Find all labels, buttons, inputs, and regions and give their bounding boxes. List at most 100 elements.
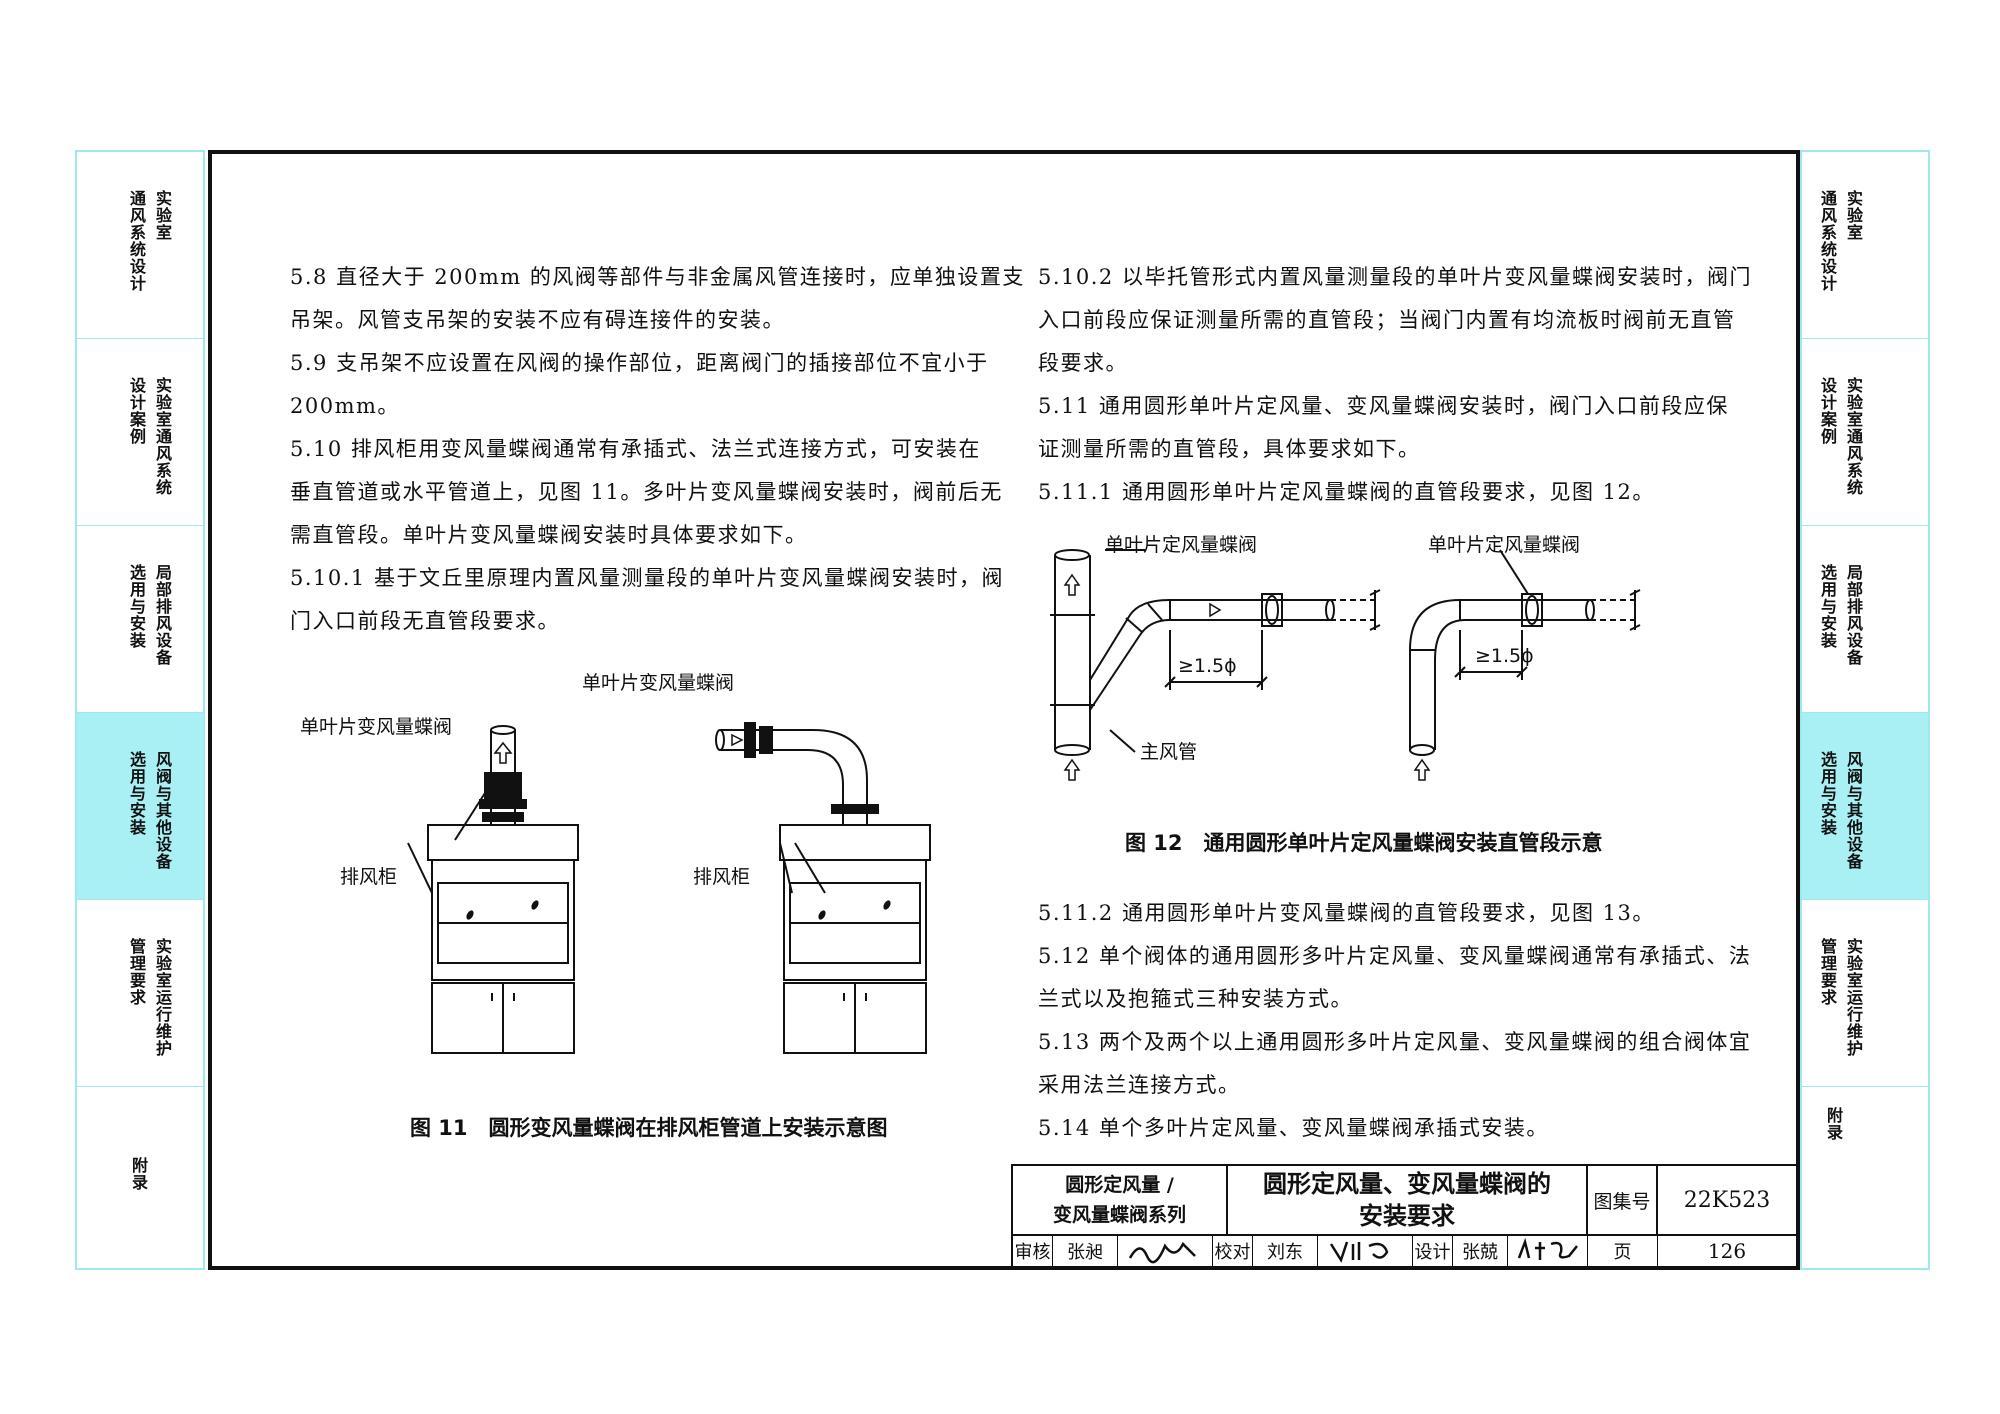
tab-line: 风阀与其他设备 [155,750,172,871]
tab-line: 附录 [131,1156,148,1192]
atlas-label: 图集号 [1588,1166,1658,1236]
sidebar-tab-2[interactable]: 实验室通风系统 设计案例 [77,339,203,526]
fig11-cabinet-label-right: 排风柜 [693,866,751,888]
text-line: 5.10.2 以毕托管形式内置风量测量段的单叶片变风量蝶阀安装时，阀门 [1038,265,1752,289]
text-line: 5.13 两个及两个以上通用圆形多叶片定风量、变风量蝶阀的组合阀体宜 [1038,1030,1752,1054]
sidebar-tab-1[interactable]: 实验室 通风系统设计 [1802,152,1928,339]
sidebar-tab-2[interactable]: 实验室通风系统 设计案例 [1802,339,1928,526]
para-5-11-1: 5.11.1 通用圆形单叶片定风量蝶阀的直管段要求，见图 12。 [1038,471,1655,514]
sidebar-tab-4[interactable]: 风阀与其他设备 选用与安装 [1802,713,1928,900]
tab-line: 局部排风设备 [1846,563,1863,667]
tab-line: 实验室运行维护 [155,937,172,1058]
para-5-12: 5.12 单个阀体的通用圆形多叶片定风量、变风量蝶阀通常有承插式、法 兰式以及抱… [1038,935,1751,1021]
para-5-10: 5.10 排风柜用变风量蝶阀通常有承插式、法兰式连接方式，可安装在 垂直管道或水… [290,428,1003,557]
text-line: 5.14 单个多叶片定风量、变风量蝶阀承插式安装。 [1038,1116,1549,1140]
reviewer-signature [1118,1236,1213,1266]
sheet-title-cell: 圆形定风量、变风量蝶阀的 安装要求 [1228,1166,1588,1236]
cabinet-body [431,859,575,981]
tab-line: 管理要求 [1820,937,1837,1007]
tab-line: 管理要求 [129,937,146,1007]
sidebar-left: 实验室 通风系统设计 实验室通风系统 设计案例 局部排风设备 选用与安装 风阀与… [75,150,205,1270]
figure-12-diagram [1050,549,1641,781]
page-label: 页 [1588,1236,1658,1266]
text-line: 5.11 通用圆形单叶片定风量、变风量蝶阀安装时，阀门入口前段应保 [1038,394,1729,418]
figure-11-diagram [407,722,931,1054]
text-line: 证测量所需的直管段，具体要求如下。 [1038,437,1421,461]
designer-signature [1508,1236,1588,1266]
figure-11-caption: 图 11 圆形变风量蝶阀在排风柜管道上安装示意图 [410,1116,888,1140]
tab-line: 局部排风设备 [155,563,172,667]
design-label: 设计 [1413,1236,1453,1266]
sidebar-tab-6[interactable]: 附录 [77,1087,203,1268]
text-line: 5.11.1 通用圆形单叶片定风量蝶阀的直管段要求，见图 12。 [1038,480,1655,504]
sheet-title-line: 圆形定风量、变风量蝶阀的 [1263,1170,1551,1198]
para-5-14: 5.14 单个多叶片定风量、变风量蝶阀承插式安装。 [1038,1107,1549,1150]
checker-name: 刘东 [1253,1236,1318,1266]
tab-line: 实验室 [155,189,172,242]
figure-12-caption: 图 12 通用圆形单叶片定风量蝶阀安装直管段示意 [1125,831,1603,855]
sidebar-tab-5[interactable]: 实验室运行维护 管理要求 [77,900,203,1087]
check-label: 校对 [1213,1236,1253,1266]
series-line: 圆形定风量 / [1065,1174,1174,1196]
text-line: 兰式以及抱箍式三种安装方式。 [1038,987,1353,1011]
text-line: 门入口前段无直管段要求。 [290,609,560,633]
cabinet-top [427,824,579,861]
designer-name: 张兢 [1453,1236,1508,1266]
para-5-11-2: 5.11.2 通用圆形单叶片变风量蝶阀的直管段要求，见图 13。 [1038,892,1655,935]
para-5-13: 5.13 两个及两个以上通用圆形多叶片定风量、变风量蝶阀的组合阀体宜 采用法兰连… [1038,1021,1751,1107]
sheet-title-line: 安装要求 [1359,1202,1455,1230]
para-5-9: 5.9 支吊架不应设置在风阀的操作部位，距离阀门的插接部位不宜小于 200mm。 [290,342,989,428]
sidebar-tab-5[interactable]: 实验室运行维护 管理要求 [1802,900,1928,1087]
text-line: 5.10 排风柜用变风量蝶阀通常有承插式、法兰式连接方式，可安装在 [290,437,981,461]
para-5-10-2: 5.10.2 以毕托管形式内置风量测量段的单叶片变风量蝶阀安装时，阀门 入口前段… [1038,256,1752,385]
fig12-dim-right: ≥1.5ϕ [1475,645,1534,667]
text-line: 5.11.2 通用圆形单叶片变风量蝶阀的直管段要求，见图 13。 [1038,901,1655,925]
text-line: 采用法兰连接方式。 [1038,1073,1241,1097]
text-line: 200mm。 [290,394,400,418]
text-line: 5.12 单个阀体的通用圆形多叶片定风量、变风量蝶阀通常有承插式、法 [1038,944,1752,968]
tab-line: 实验室运行维护 [1846,937,1863,1058]
text-line: 需直管段。单叶片变风量蝶阀安装时具体要求如下。 [290,523,808,547]
series-line: 变风量蝶阀系列 [1052,1204,1186,1226]
tab-line: 附录 [1826,1106,1843,1142]
fig11-valve-label-right: 单叶片变风量蝶阀 [582,672,735,694]
tab-line: 实验室通风系统 [1846,376,1863,497]
page-number: 126 [1707,1239,1747,1263]
fig12-valve-label-left: 单叶片定风量蝶阀 [1105,534,1258,556]
text-line: 5.10.1 基于文丘里原理内置风量测量段的单叶片变风量蝶阀安装时，阀 [290,566,1004,590]
review-label: 审核 [1013,1236,1053,1266]
sidebar-tab-3[interactable]: 局部排风设备 选用与安装 [77,526,203,713]
sidebar-tab-3[interactable]: 局部排风设备 选用与安装 [1802,526,1928,713]
text-line: 5.8 直径大于 200mm 的风阀等部件与非金属风管连接时，应单独设置支 [290,265,1025,289]
tab-line: 设计案例 [129,376,146,446]
text-line: 入口前段应保证测量所需的直管段；当阀门内置有均流板时阀前无直管 [1038,308,1736,332]
tab-line: 选用与安装 [1820,563,1837,650]
tab-line: 实验室 [1846,189,1863,242]
tab-line: 实验室通风系统 [155,376,172,497]
para-5-11: 5.11 通用圆形单叶片定风量、变风量蝶阀安装时，阀门入口前段应保 证测量所需的… [1038,385,1729,471]
para-5-10-1: 5.10.1 基于文丘里原理内置风量测量段的单叶片变风量蝶阀安装时，阀 门入口前… [290,557,1004,643]
text-line: 段要求。 [1038,351,1128,375]
sidebar-right: 实验室 通风系统设计 实验室通风系统 设计案例 局部排风设备 选用与安装 风阀与… [1800,150,1930,1270]
fig12-valve-label-right: 单叶片定风量蝶阀 [1428,534,1581,556]
para-5-8: 5.8 直径大于 200mm 的风阀等部件与非金属风管连接时，应单独设置支 吊架… [290,256,1025,342]
page-frame [208,150,1800,1270]
tab-line: 通风系统设计 [1820,189,1837,293]
sidebar-tab-6[interactable]: 附录 [1802,1087,1928,1268]
tab-line: 选用与安装 [129,563,146,650]
tab-line: 风阀与其他设备 [1846,750,1863,871]
fig11-cabinet-label-left: 排风柜 [340,866,398,888]
text-line: 吊架。风管支吊架的安装不应有碍连接件的安装。 [290,308,785,332]
reviewer-name: 张昶 [1053,1236,1118,1266]
sidebar-tab-4[interactable]: 风阀与其他设备 选用与安装 [77,713,203,900]
tab-line: 选用与安装 [1820,750,1837,837]
tab-line: 通风系统设计 [129,189,146,293]
sidebar-tab-1[interactable]: 实验室 通风系统设计 [77,152,203,339]
tab-line: 设计案例 [1820,376,1837,446]
fig11-valve-label-left: 单叶片变风量蝶阀 [300,716,453,738]
fig12-dim-left: ≥1.5ϕ [1178,655,1237,677]
fig12-main-duct-label: 主风管 [1140,741,1198,763]
text-line: 5.9 支吊架不应设置在风阀的操作部位，距离阀门的插接部位不宜小于 [290,351,989,375]
atlas-number: 22K523 [1658,1166,1796,1236]
series-cell: 圆形定风量 / 变风量蝶阀系列 [1013,1166,1228,1236]
